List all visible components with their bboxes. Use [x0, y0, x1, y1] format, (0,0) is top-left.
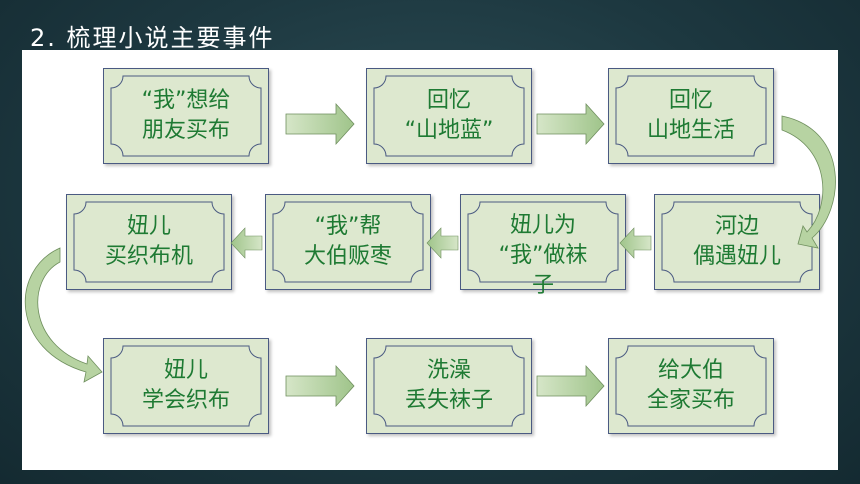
- event-label-10: 给大伯 全家买布: [646, 358, 735, 413]
- box-frame: [615, 75, 767, 157]
- event-label-8: 妞儿 学会织布: [141, 358, 230, 413]
- event-box-1: “我”想给 朋友买布: [103, 68, 269, 164]
- event-label-2: 回忆 “山地蓝”: [404, 88, 494, 143]
- box-frame: [73, 201, 225, 283]
- slide-title: 2. 梳理小说主要事件: [30, 24, 275, 52]
- event-box-9: 洗澡 丢失袜子: [366, 338, 532, 434]
- box-frame: [373, 75, 525, 157]
- event-box-8: 妞儿 学会织布: [103, 338, 269, 434]
- box-frame: [110, 345, 262, 427]
- event-label-7: 妞儿 买织布机: [104, 214, 193, 269]
- box-frame: [272, 201, 424, 283]
- event-box-5: 妞儿为 “我”做袜 子: [460, 194, 626, 298]
- event-box-3: 回忆 山地生活: [608, 68, 774, 164]
- box-frame: [467, 201, 619, 283]
- event-label-4: 河边 偶遇妞儿: [692, 214, 781, 269]
- box-frame: [615, 345, 767, 427]
- event-box-4: 河边 偶遇妞儿: [654, 194, 820, 290]
- box-frame: [373, 345, 525, 427]
- event-label-6: “我”帮 大伯贩枣: [303, 214, 392, 269]
- event-label-3: 回忆 山地生活: [646, 88, 735, 143]
- event-label-9: 洗澡 丢失袜子: [404, 358, 493, 413]
- event-label-1: “我”想给 朋友买布: [141, 88, 231, 143]
- event-box-10: 给大伯 全家买布: [608, 338, 774, 434]
- event-label-5: 妞儿为 “我”做袜 子: [498, 213, 588, 298]
- event-box-2: 回忆 “山地蓝”: [366, 68, 532, 164]
- event-box-7: 妞儿 买织布机: [66, 194, 232, 290]
- event-box-6: “我”帮 大伯贩枣: [265, 194, 431, 290]
- box-frame: [110, 75, 262, 157]
